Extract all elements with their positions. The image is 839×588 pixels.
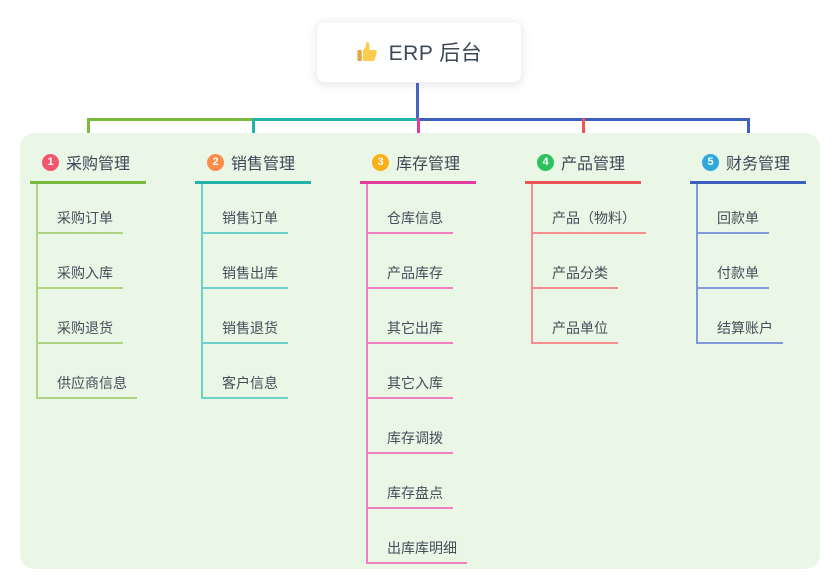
branch-5-drop-line [747, 118, 750, 143]
child-topic[interactable]: 采购退货 [38, 289, 123, 344]
child-topic[interactable]: 客户信息 [203, 344, 288, 399]
branch-topic[interactable]: 4 产品管理 [525, 147, 641, 184]
branch-label: 销售管理 [231, 156, 296, 173]
branch-children: 仓库信息 产品库存 其它出库 其它入库 库存调拨 库存盘点 出库库明细 [366, 184, 467, 564]
branches-panel [20, 133, 820, 569]
branch-label: 财务管理 [726, 156, 791, 173]
branch-sales: 2 销售管理 销售订单 销售出库 销售退货 客户信息 [195, 147, 325, 399]
branch-topic[interactable]: 1 采购管理 [30, 147, 146, 184]
child-topic[interactable]: 产品分类 [533, 234, 618, 289]
child-topic[interactable]: 库存调拨 [368, 399, 453, 454]
branch-number-badge: 2 [207, 153, 224, 171]
branch-number-badge: 5 [702, 153, 719, 171]
branch-1-bus-line [87, 118, 253, 121]
branch-2-drop-line [252, 118, 255, 143]
branch-number-badge: 3 [372, 153, 389, 171]
branch-number-badge: 4 [537, 153, 554, 171]
child-topic[interactable]: 采购订单 [38, 184, 123, 234]
branch-children: 产品（物料） 产品分类 产品单位 [531, 184, 646, 344]
thumbs-up-icon [356, 40, 380, 64]
child-topic[interactable]: 付款单 [698, 234, 769, 289]
child-topic[interactable]: 销售出库 [203, 234, 288, 289]
branch-2-bus-line [252, 118, 418, 121]
branch-1-drop-line [87, 118, 90, 143]
child-topic[interactable]: 其它出库 [368, 289, 453, 344]
child-topic[interactable]: 库存盘点 [368, 454, 453, 509]
branch-label: 产品管理 [561, 156, 626, 173]
child-topic[interactable]: 供应商信息 [38, 344, 137, 399]
child-topic[interactable]: 产品单位 [533, 289, 618, 344]
branch-product: 4 产品管理 产品（物料） 产品分类 产品单位 [525, 147, 655, 344]
root-label: ERP 后台 [388, 42, 483, 65]
root-node[interactable]: ERP 后台 [316, 21, 522, 83]
branch-purchase: 1 采购管理 采购订单 采购入库 采购退货 供应商信息 [30, 147, 160, 399]
child-topic[interactable]: 销售退货 [203, 289, 288, 344]
root-connector-line [416, 83, 419, 119]
branch-finance: 5 财务管理 回款单 付款单 结算账户 [690, 147, 820, 344]
child-topic[interactable]: 仓库信息 [368, 184, 453, 234]
child-topic[interactable]: 产品（物料） [533, 184, 646, 234]
child-topic[interactable]: 结算账户 [698, 289, 783, 344]
branch-children: 采购订单 采购入库 采购退货 供应商信息 [36, 184, 137, 399]
child-topic[interactable]: 出库库明细 [368, 509, 467, 564]
branch-topic[interactable]: 2 销售管理 [195, 147, 311, 184]
child-topic[interactable]: 其它入库 [368, 344, 453, 399]
child-topic[interactable]: 回款单 [698, 184, 769, 234]
branch-children: 销售订单 销售出库 销售退货 客户信息 [201, 184, 288, 399]
child-topic[interactable]: 采购入库 [38, 234, 123, 289]
branch-label: 采购管理 [66, 156, 131, 173]
branch-topic[interactable]: 5 财务管理 [690, 147, 806, 184]
branch-4-drop-line [582, 118, 585, 143]
child-topic[interactable]: 产品库存 [368, 234, 453, 289]
branch-number-badge: 1 [42, 153, 59, 171]
branch-topic[interactable]: 3 库存管理 [360, 147, 476, 184]
branch-3-drop-line [417, 118, 420, 143]
branch-children: 回款单 付款单 结算账户 [696, 184, 783, 344]
child-topic[interactable]: 销售订单 [203, 184, 288, 234]
branch-label: 库存管理 [396, 156, 461, 173]
branch-inventory: 3 库存管理 仓库信息 产品库存 其它出库 其它入库 库存调拨 库存盘点 出库库… [360, 147, 490, 564]
